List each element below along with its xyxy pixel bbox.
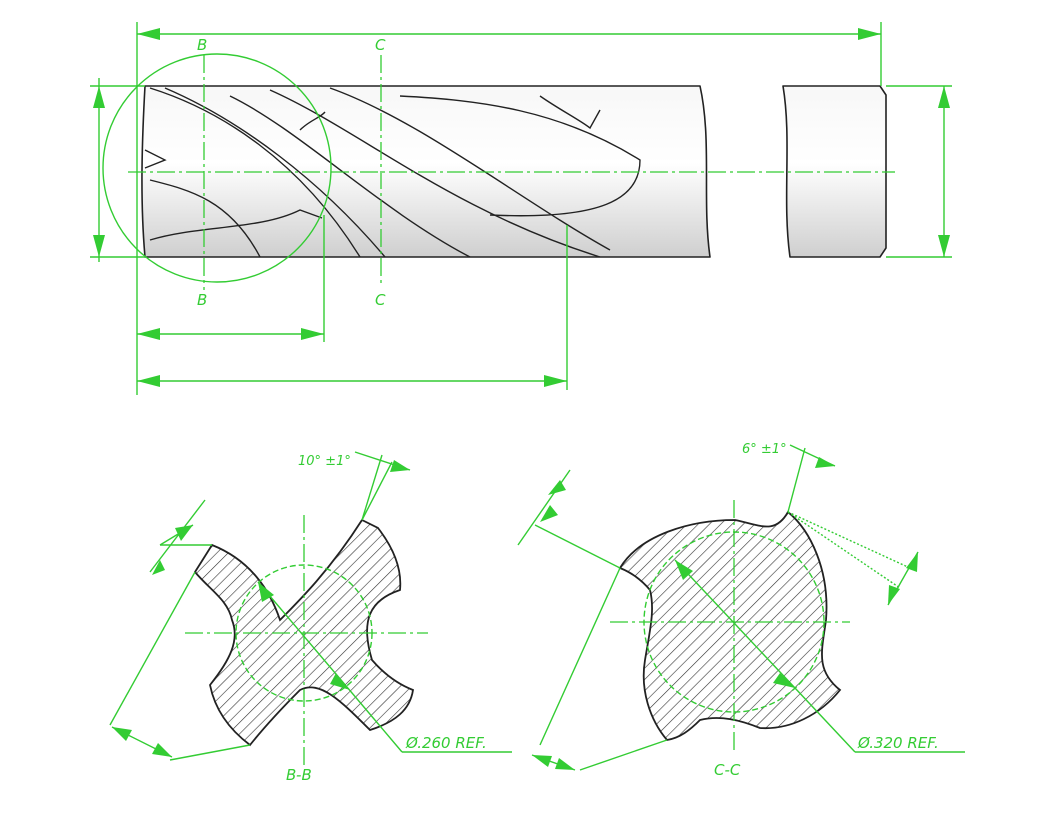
flute-line (149, 179, 261, 258)
section-c-mark-bottom: C (375, 291, 386, 309)
flute-line (329, 87, 611, 251)
section-b-detail-circle (102, 53, 332, 283)
section-b-diameter-leader (257, 581, 403, 753)
section-c-diameter-label: Ø.320 REF. (857, 734, 939, 752)
section-b-diameter-label: Ø.260 REF. (405, 734, 487, 752)
flute-line (399, 95, 641, 217)
flute-line (164, 87, 386, 258)
section-c-mark-top: C (375, 36, 386, 54)
shank-diameter-dimension (886, 85, 952, 258)
flute-line (539, 95, 601, 130)
flute-line (144, 149, 167, 169)
overall-length-dimension (136, 22, 882, 395)
section-c-diameter-leader (674, 559, 856, 753)
section-b-angle-label: 10° ±1° (298, 454, 351, 469)
short-length-dimension (137, 215, 325, 342)
section-c-width-ext (534, 524, 621, 569)
section-c-view: Ø.320 REF. 6° ±1° C-C (517, 442, 965, 779)
section-c-caption: C-C (714, 761, 741, 779)
flute-line (299, 111, 326, 131)
flute-length-dimension (137, 225, 568, 390)
section-b-caption: B-B (286, 766, 312, 784)
section-b-width-ext (109, 571, 196, 726)
section-b-view: Ø.260 REF. 10° ±1° B-B (109, 451, 512, 784)
flute-line (269, 89, 601, 258)
section-c-profile (618, 510, 842, 741)
section-c-angle-label: 6° ±1° (742, 442, 787, 457)
flute-line (149, 209, 323, 241)
section-b-mark-bottom: B (197, 291, 207, 309)
flute-line (149, 87, 361, 258)
section-b-mark-top: B (197, 36, 207, 54)
cutting-diameter-dimension (90, 78, 145, 262)
